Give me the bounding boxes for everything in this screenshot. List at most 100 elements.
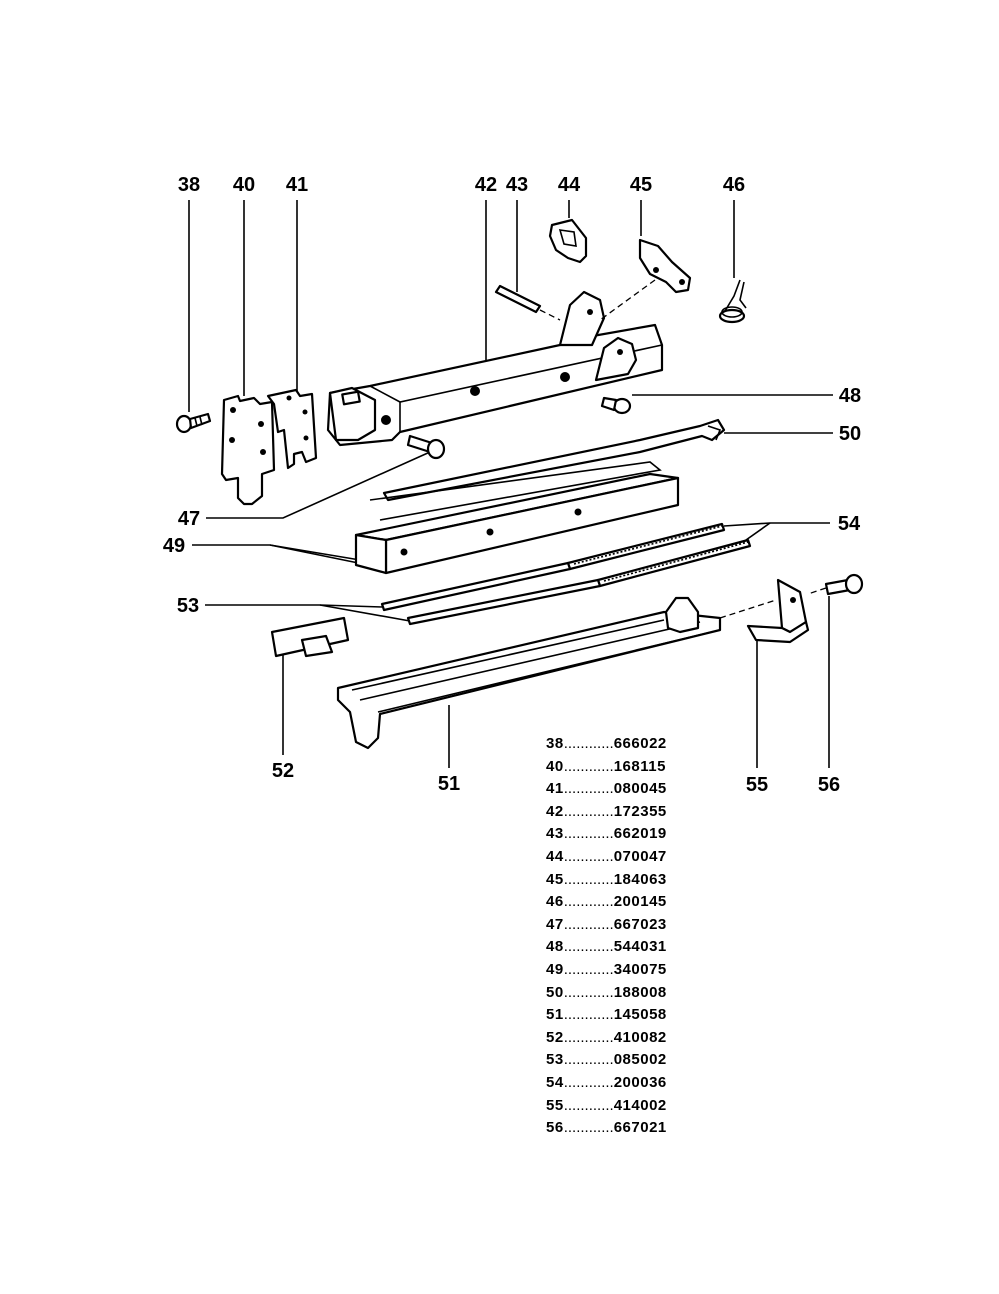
part-ref: 52 <box>546 1028 564 1046</box>
parts-list-row: 55............414002 <box>546 1095 726 1118</box>
leader-dots: ............ <box>563 983 614 1001</box>
part-number: 188008 <box>613 983 667 1001</box>
part-ref: 41 <box>546 780 564 798</box>
leader-dots: ............ <box>563 1006 614 1024</box>
part-42-main-bar <box>326 290 664 447</box>
leader-47 <box>206 451 431 519</box>
part-number: 414002 <box>613 1096 667 1114</box>
part-48-screw <box>600 396 632 415</box>
callout-43: 43 <box>506 174 528 196</box>
parts-list-row: 47............667023 <box>546 914 726 937</box>
part-45-latch <box>599 238 692 321</box>
callout-52: 52 <box>272 760 294 782</box>
part-number: 666022 <box>613 735 667 752</box>
callout-56: 56 <box>818 774 840 796</box>
callout-53: 53 <box>177 595 199 617</box>
callout-51: 51 <box>438 773 460 795</box>
parts-list-row: 53............085002 <box>546 1049 726 1072</box>
parts-list-row: 38............666022 <box>546 733 726 756</box>
leader-54b <box>745 522 771 541</box>
parts-list-row: 40............168115 <box>546 756 726 779</box>
part-53-rods <box>380 561 602 626</box>
part-ref: 50 <box>546 983 564 1001</box>
part-ref: 54 <box>546 1073 564 1091</box>
leader-dots: ............ <box>563 780 614 798</box>
part-55-bracket <box>719 578 810 644</box>
callout-40: 40 <box>233 174 255 196</box>
callout-labels: 38 40 41 42 43 44 45 46 48 50 47 54 49 5… <box>163 174 861 796</box>
part-number: 145058 <box>613 1006 667 1024</box>
leader-dots: ............ <box>563 938 614 956</box>
part-number: 340075 <box>613 960 667 978</box>
callout-49: 49 <box>163 535 185 557</box>
part-number: 667021 <box>613 1119 667 1137</box>
part-ref: 48 <box>546 938 564 956</box>
leader-dots: ............ <box>563 825 614 843</box>
leader-dots: ............ <box>563 847 614 865</box>
parts-list-row: 51............145058 <box>546 1004 726 1027</box>
part-ref: 40 <box>546 757 564 775</box>
part-number: 172355 <box>613 802 667 820</box>
part-46-spring <box>718 279 747 324</box>
part-56-screw <box>807 573 864 596</box>
parts-list-row: 44............070047 <box>546 846 726 869</box>
parts-list-row: 45............184063 <box>546 869 726 892</box>
part-number: 184063 <box>613 870 667 888</box>
part-number: 080045 <box>613 780 667 798</box>
callout-50: 50 <box>839 423 861 445</box>
part-ref: 43 <box>546 825 564 843</box>
part-ref: 38 <box>546 735 564 752</box>
part-51-base-rail <box>336 596 722 750</box>
part-number: 085002 <box>613 1051 667 1069</box>
leader-dots: ............ <box>563 1073 614 1091</box>
leader-dots: ............ <box>563 960 614 978</box>
part-ref: 45 <box>546 870 564 888</box>
part-54-threaded-rods <box>566 522 752 588</box>
callout-41: 41 <box>286 174 308 196</box>
leader-dots: ............ <box>563 1119 614 1137</box>
callout-44: 44 <box>558 174 581 196</box>
leader-53b <box>319 604 411 622</box>
part-number: 662019 <box>613 825 667 843</box>
parts-list-row: 42............172355 <box>546 801 726 824</box>
leader-53a <box>205 604 383 608</box>
parts-list-row: 56............667021 <box>546 1117 726 1140</box>
leader-dots: ............ <box>563 915 614 933</box>
part-number: 070047 <box>613 847 667 865</box>
leader-dots: ............ <box>563 802 614 820</box>
callout-46: 46 <box>723 174 745 196</box>
part-ref: 47 <box>546 915 564 933</box>
part-52-slider <box>270 616 350 658</box>
callout-48: 48 <box>839 385 861 407</box>
parts-list-row: 48............544031 <box>546 936 726 959</box>
part-43-pin <box>494 284 561 321</box>
callout-42: 42 <box>475 174 497 196</box>
part-ref: 49 <box>546 960 564 978</box>
leader-dots: ............ <box>563 870 614 888</box>
parts-list-row: 54............200036 <box>546 1072 726 1095</box>
part-ref: 55 <box>546 1096 564 1114</box>
parts-list-row: 50............188008 <box>546 982 726 1005</box>
parts-list-row: 52............410082 <box>546 1027 726 1050</box>
callout-54: 54 <box>838 513 861 535</box>
part-ref: 53 <box>546 1051 564 1069</box>
parts-list-row: 46............200145 <box>546 891 726 914</box>
parts-list-row: 49............340075 <box>546 959 726 982</box>
part-number: 200036 <box>613 1073 667 1091</box>
leader-dots: ............ <box>563 757 614 775</box>
leader-lines <box>188 200 833 768</box>
part-47-screw <box>406 434 446 460</box>
leader-54a <box>723 522 830 527</box>
part-41-plate <box>266 388 318 470</box>
part-ref: 44 <box>546 847 564 865</box>
part-ref: 51 <box>546 1006 564 1024</box>
part-49-extrusion <box>354 461 680 575</box>
callout-55: 55 <box>746 774 768 796</box>
leader-dots: ............ <box>563 735 614 752</box>
part-50-flat-bar <box>382 418 726 502</box>
part-number: 168115 <box>613 757 666 775</box>
part-number: 200145 <box>613 893 667 911</box>
part-ref: 46 <box>546 893 564 911</box>
callout-38: 38 <box>178 174 200 196</box>
